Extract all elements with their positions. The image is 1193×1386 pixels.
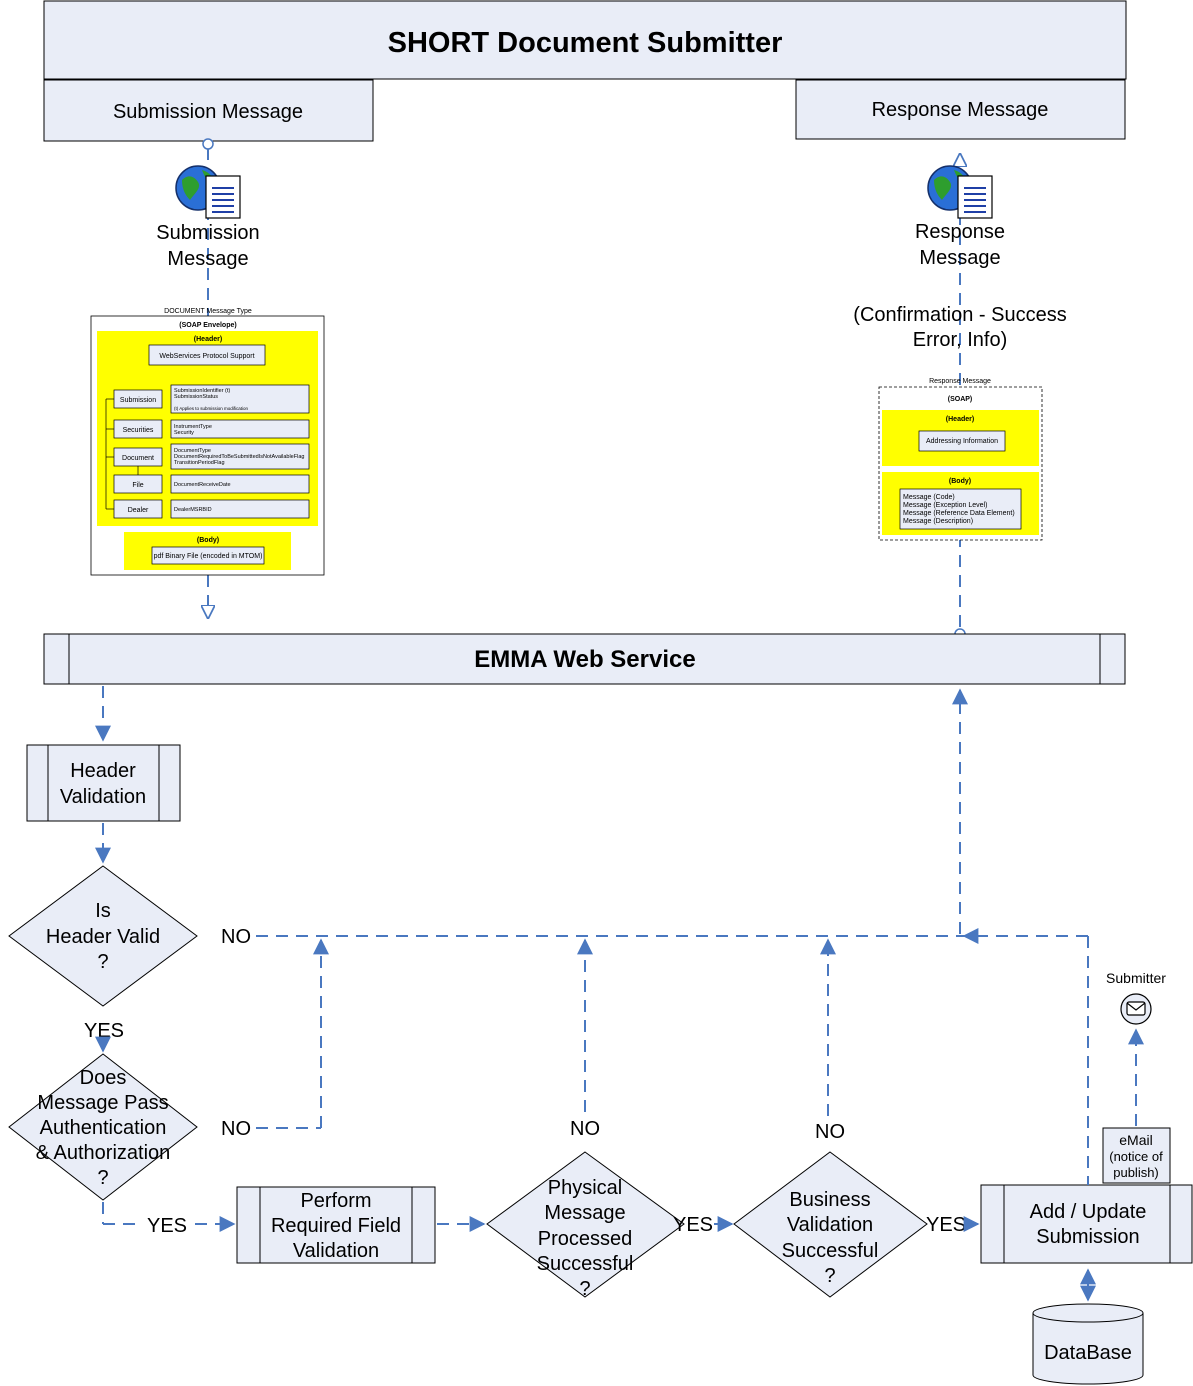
svg-text:(SOAP): (SOAP) [948, 396, 973, 403]
svg-text:(Body): (Body) [197, 537, 219, 544]
svg-text:SubmissionIdentifier (t): SubmissionIdentifier (t) [174, 388, 230, 394]
confirmation-label-2: Error, Info) [913, 329, 1007, 351]
svg-text:InstrumentType: InstrumentType [174, 424, 212, 430]
globe-document-icon [175, 165, 241, 219]
svg-text:(Header): (Header) [194, 336, 222, 343]
database-icon: DataBase [1032, 1303, 1144, 1385]
svg-text:?: ? [97, 1167, 108, 1189]
mail-icon [1120, 993, 1152, 1025]
svg-text:Message (Description): Message (Description) [903, 518, 973, 525]
svg-text:Does: Does [80, 1067, 127, 1089]
response-icon-label-1: Response [915, 221, 1005, 243]
svg-text:Successful: Successful [537, 1253, 634, 1275]
svg-text:Submission Message: Submission Message [113, 101, 303, 123]
email-note: eMail (notice of publish) [1102, 1127, 1171, 1184]
svg-text:Required Field: Required Field [271, 1215, 401, 1237]
add-update-process: Add / Update Submission [980, 1184, 1193, 1264]
svg-text:SubmissionStatus: SubmissionStatus [174, 394, 218, 400]
svg-text:DocumentReceiveDate: DocumentReceiveDate [174, 482, 231, 488]
svg-text:Submission: Submission [1036, 1226, 1139, 1248]
svg-text:EMMA Web Service: EMMA Web Service [474, 646, 695, 673]
svg-text:DealerMSRBID: DealerMSRBID [174, 507, 212, 513]
no-label-auth: NO [221, 1118, 251, 1140]
svg-text:Addressing Information: Addressing Information [926, 438, 998, 445]
svg-text:WebServices Protocol Support: WebServices Protocol Support [159, 353, 254, 360]
svg-text:Business: Business [789, 1189, 870, 1211]
yes-label-business: YES [926, 1214, 966, 1236]
svg-text:Message (Exception Level): Message (Exception Level) [903, 502, 987, 509]
svg-text:Authentication: Authentication [40, 1117, 167, 1139]
submission-message-box: Submission Message [43, 79, 374, 142]
no-label-business: NO [815, 1121, 845, 1143]
no-label-physical: NO [570, 1118, 600, 1140]
yes-label-header: YES [84, 1020, 124, 1042]
header-validation-process: Header Validation [26, 744, 181, 822]
decision-business-validation: Business Validation Successful ? [733, 1151, 928, 1298]
title-bar: SHORT Document Submitter [43, 0, 1127, 80]
svg-text:TransitionPeriodFlag: TransitionPeriodFlag [174, 460, 225, 466]
svg-text:Validation: Validation [293, 1240, 379, 1262]
required-field-process: Perform Required Field Validation [236, 1186, 436, 1264]
no-label-header: NO [221, 926, 251, 948]
svg-text:Header: Header [70, 760, 136, 782]
svg-text:Message (Code): Message (Code) [903, 494, 955, 501]
page-title: SHORT Document Submitter [388, 27, 783, 59]
svg-text:Document: Document [122, 455, 154, 462]
svg-text:?: ? [824, 1265, 835, 1287]
svg-text:Header Valid: Header Valid [46, 926, 160, 948]
decision-header-valid: Is Header Valid ? [8, 865, 198, 1007]
database-label: DataBase [1044, 1342, 1132, 1364]
svg-text:?: ? [579, 1278, 590, 1300]
web-service-process: EMMA Web Service [43, 633, 1126, 685]
decision-authentication: Does Message Pass Authentication & Autho… [8, 1053, 198, 1201]
svg-text:Dealer: Dealer [128, 507, 149, 514]
svg-text:(Header): (Header) [946, 416, 974, 423]
svg-text:& Authorization: & Authorization [36, 1142, 171, 1164]
svg-text:Securities: Securities [123, 427, 154, 434]
svg-text:Validation: Validation [60, 786, 146, 808]
svg-text:publish): publish) [1113, 1165, 1159, 1180]
svg-text:Message Pass: Message Pass [37, 1092, 168, 1114]
svg-text:Add / Update: Add / Update [1030, 1201, 1147, 1223]
svg-text:(SOAP Envelope): (SOAP Envelope) [179, 322, 236, 329]
response-message-box: Response Message [795, 79, 1126, 140]
svg-text:Processed: Processed [538, 1228, 633, 1250]
svg-text:Validation: Validation [787, 1214, 873, 1236]
decision-physical-message: Physical Message Processed Successful ? [486, 1151, 685, 1300]
confirmation-label-1: (Confirmation - Success [853, 304, 1066, 326]
svg-text:Submission: Submission [120, 397, 156, 404]
svg-text:Security: Security [174, 430, 194, 436]
svg-text:Perform: Perform [300, 1190, 371, 1212]
svg-text:DOCUMENT Message Type: DOCUMENT Message Type [164, 308, 252, 315]
svg-text:(notice of: (notice of [1109, 1149, 1163, 1164]
svg-text:DocumentRequiredToBeSubmittedI: DocumentRequiredToBeSubmittedIsNotAvaila… [174, 454, 304, 460]
svg-text:(Body): (Body) [949, 478, 971, 485]
response-icon-label-2: Message [919, 247, 1000, 269]
svg-text:Message: Message [544, 1202, 625, 1224]
svg-text:File: File [132, 482, 143, 489]
svg-text:Response Message: Response Message [872, 99, 1049, 121]
svg-text:Successful: Successful [782, 1240, 879, 1262]
svg-text:Is: Is [95, 900, 111, 922]
svg-text:pdf Binary File (encoded in MT: pdf Binary File (encoded in MTOM) [154, 553, 263, 560]
yes-label-physical: YES [673, 1214, 713, 1236]
svg-text:(t) Applies to submission modi: (t) Applies to submission modification [174, 406, 249, 411]
svg-text:eMail: eMail [1119, 1132, 1152, 1148]
yes-label-auth: YES [147, 1215, 187, 1237]
svg-text:?: ? [97, 951, 108, 973]
document-message-panel: DOCUMENT Message Type (SOAP Envelope) (H… [90, 308, 325, 576]
submission-icon-label-2: Message [167, 248, 248, 270]
submitter-label: Submitter [1106, 970, 1166, 986]
svg-text:Response Message: Response Message [929, 378, 991, 385]
response-message-panel: Response Message (SOAP) (Header) Address… [878, 378, 1043, 541]
globe-document-icon [927, 165, 993, 219]
svg-text:Physical: Physical [548, 1177, 622, 1199]
submission-icon-label-1: Submission [156, 222, 259, 244]
svg-text:Message (Reference Data Elemen: Message (Reference Data Element) [903, 510, 1015, 517]
svg-text:DocumentType: DocumentType [174, 448, 211, 454]
